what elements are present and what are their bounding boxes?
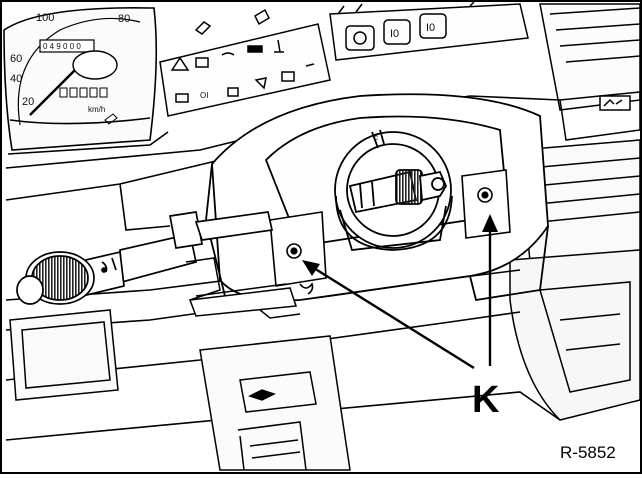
screw-k-left [286,243,302,259]
combination-stalk [16,211,274,305]
odometer-digits: 0 4 9 0 0 0 [43,42,81,51]
warning-lamp-panel: OI [159,8,331,117]
speed-tick-80: 80 [118,13,130,25]
speedometer-needle [29,64,81,116]
steering-shaft [348,169,448,214]
speed-tick-100: 100 [36,12,54,24]
speed-tick-20: 20 [22,96,34,108]
callout-label-k: K [472,379,500,421]
svg-text:I0: I0 [390,28,399,40]
switch-block: I0 I0 [329,1,529,61]
reset-knob-icon [104,113,118,125]
arrowheads [302,214,498,276]
lower-left-cubby [9,309,119,401]
svg-text:c: c [374,133,378,142]
reference-code: R-5852 [560,443,616,462]
svg-text:I0: I0 [426,22,435,34]
speed-unit-label: km/h [88,105,105,114]
svg-text:OI: OI [200,91,208,100]
needle-hub [72,50,118,80]
callout-arrows [308,224,492,370]
screw-k-right [477,187,493,203]
steering-column-lower [199,335,351,471]
speedometer: 100 80 60 40 20 0 4 9 0 0 0 km/h [10,12,141,126]
right-console [509,3,641,421]
speed-tick-40: 40 [10,73,22,85]
instrument-cluster [3,7,169,155]
arrow-to-left-screw [308,263,475,370]
odometer-box: 0 4 9 0 0 0 [39,39,95,53]
stalk-linkage [185,257,301,319]
speed-tick-60: 60 [10,53,22,65]
right-mounting-plate [461,169,511,239]
trip-counter [59,87,108,98]
